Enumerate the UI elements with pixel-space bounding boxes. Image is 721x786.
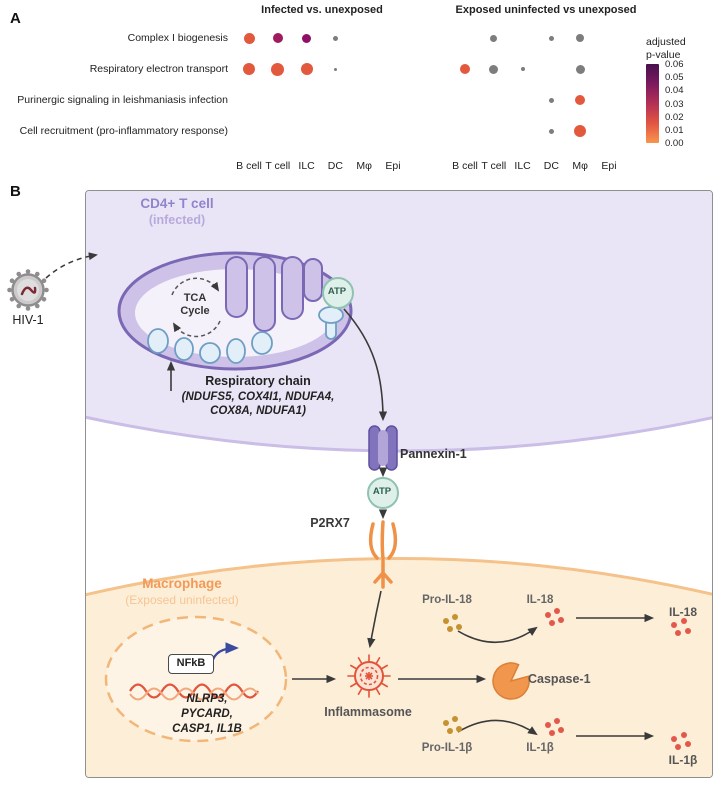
inflammasome-icon [347, 654, 391, 698]
atp-released-label: ATP [372, 486, 392, 497]
pro-il18-dots [443, 614, 462, 632]
dotplot-point [490, 34, 498, 42]
dotplot-point [243, 63, 255, 75]
x-axis-tick: DC [543, 160, 559, 172]
dotplot-point [489, 64, 499, 74]
dotplot-point [272, 33, 283, 43]
respiratory-chain-genes: (NDUFS5, COX4I1, NDUFA4, COX8A, NDUFA1) [181, 391, 335, 418]
x-axis-tick: ILC [514, 160, 531, 172]
x-axis-tick: ILC [298, 160, 315, 172]
p2rx7-label: P2RX7 [310, 516, 350, 530]
legend-tick: 0.02 [665, 111, 684, 123]
il1b-secreted-label: IL-1β [668, 753, 698, 767]
respiratory-chain-title: Respiratory chain [205, 374, 311, 388]
atp-mito-icon [322, 277, 354, 309]
il18-label: IL-18 [526, 594, 554, 606]
hiv-infection-arrow [45, 252, 98, 279]
x-axis-tick: DC [327, 160, 343, 172]
panel-b-label: B [10, 183, 21, 200]
nfkb-box: NFkB [168, 654, 214, 674]
target-genes-label: NLRP3, PYCARD, CASP1, IL1B [172, 693, 242, 735]
pro-il1b-dots [443, 716, 462, 734]
x-axis-tick: Mφ [572, 160, 588, 172]
dotplot-point [460, 64, 470, 74]
plot-title-infected: Infected vs. unexposed [261, 4, 383, 16]
legend-tick: 0.04 [665, 85, 684, 97]
caspase1-icon [492, 662, 530, 700]
dotplot-point [548, 97, 554, 103]
dotplot-point [332, 35, 338, 41]
dotplot-point [302, 33, 312, 43]
il1b-label: IL-1β [526, 742, 554, 754]
y-axis-label: Complex I biogenesis [127, 32, 228, 44]
pannexin-channel-icon [368, 425, 398, 471]
pannexin-label: Pannexin-1 [400, 447, 467, 461]
pathway-diagram [86, 191, 712, 777]
hiv-virion-group [7, 252, 98, 311]
il1b-dots [545, 718, 564, 736]
il18-secreted-label: IL-18 [668, 605, 697, 619]
dotplot-point [548, 35, 554, 41]
respiratory-complexes-icon [147, 306, 344, 364]
dotplot-point [333, 67, 337, 71]
p2rx7-receptor-icon [368, 520, 398, 589]
dotplot-point [575, 64, 585, 74]
dotplot-point [243, 32, 255, 44]
x-axis-tick: Epi [601, 160, 617, 172]
tcell-name-label: CD4+ T cell [140, 196, 214, 211]
legend-tick: 0.05 [665, 72, 684, 84]
dotplot-point [520, 67, 525, 71]
atp-mito-label: ATP [327, 286, 347, 297]
legend-tick: 0.00 [665, 138, 684, 150]
pro-il1b-label: Pro-IL-1β [421, 742, 473, 754]
il1b-cleavage-arrow [457, 719, 538, 736]
dotplot-point [576, 34, 585, 42]
macrophage-name-label: Macrophage [142, 576, 222, 591]
hiv-label: HIV-1 [12, 313, 44, 327]
tca-cycle-label: TCA Cycle [180, 292, 210, 317]
legend-tick: 0.03 [665, 98, 684, 110]
il1b-secreted-dots [671, 732, 691, 750]
receptor-signal-arrow [367, 590, 382, 649]
pathway-figure-box [85, 190, 713, 778]
mitochondrion-icon [117, 251, 353, 371]
dotplot-point [574, 125, 587, 137]
inflammasome-label: Inflammasome [324, 705, 412, 719]
dotplot-point [271, 62, 285, 76]
macrophage-state-label: (Exposed uninfected) [125, 593, 239, 607]
atp-released-icon [367, 477, 399, 509]
legend-title: adjusted p-value [646, 36, 686, 62]
caspase1-label: Caspase-1 [528, 672, 591, 686]
legend-tick: 0.01 [665, 125, 684, 136]
il18-secreted-dots [671, 618, 691, 636]
tcell-state-label: (infected) [148, 213, 206, 227]
x-axis-tick: B cell [236, 160, 262, 172]
il18-cleavage-arrow [457, 626, 538, 644]
plot-title-exposed: Exposed uninfected vs unexposed [455, 4, 637, 16]
hiv-virion-icon [7, 269, 49, 311]
legend-tick: 0.06 [665, 59, 684, 70]
x-axis-tick: T cell [481, 160, 507, 172]
dna-icon [129, 683, 259, 701]
x-axis-tick: T cell [265, 160, 291, 172]
panel-a-label: A [10, 10, 21, 27]
y-axis-label: Respiratory electron transport [89, 63, 228, 75]
x-axis-tick: Mφ [356, 160, 372, 172]
dotplot-point [548, 128, 554, 134]
dotplot-point [300, 63, 313, 75]
y-axis-label: Cell recruitment (pro-inflammatory respo… [19, 125, 228, 137]
atp-export-arrow [343, 308, 388, 422]
dotplot-point [575, 95, 586, 105]
tca-cycle-arrows-icon [171, 277, 221, 338]
y-axis-label: Purinergic signaling in leishmaniasis in… [17, 94, 228, 106]
pro-il18-label: Pro-IL-18 [422, 594, 472, 606]
nucleus-outline [104, 615, 288, 743]
il18-dots [545, 608, 564, 626]
legend-gradient-bar [646, 64, 659, 143]
x-axis-tick: Epi [385, 160, 401, 172]
x-axis-tick: B cell [452, 160, 478, 172]
